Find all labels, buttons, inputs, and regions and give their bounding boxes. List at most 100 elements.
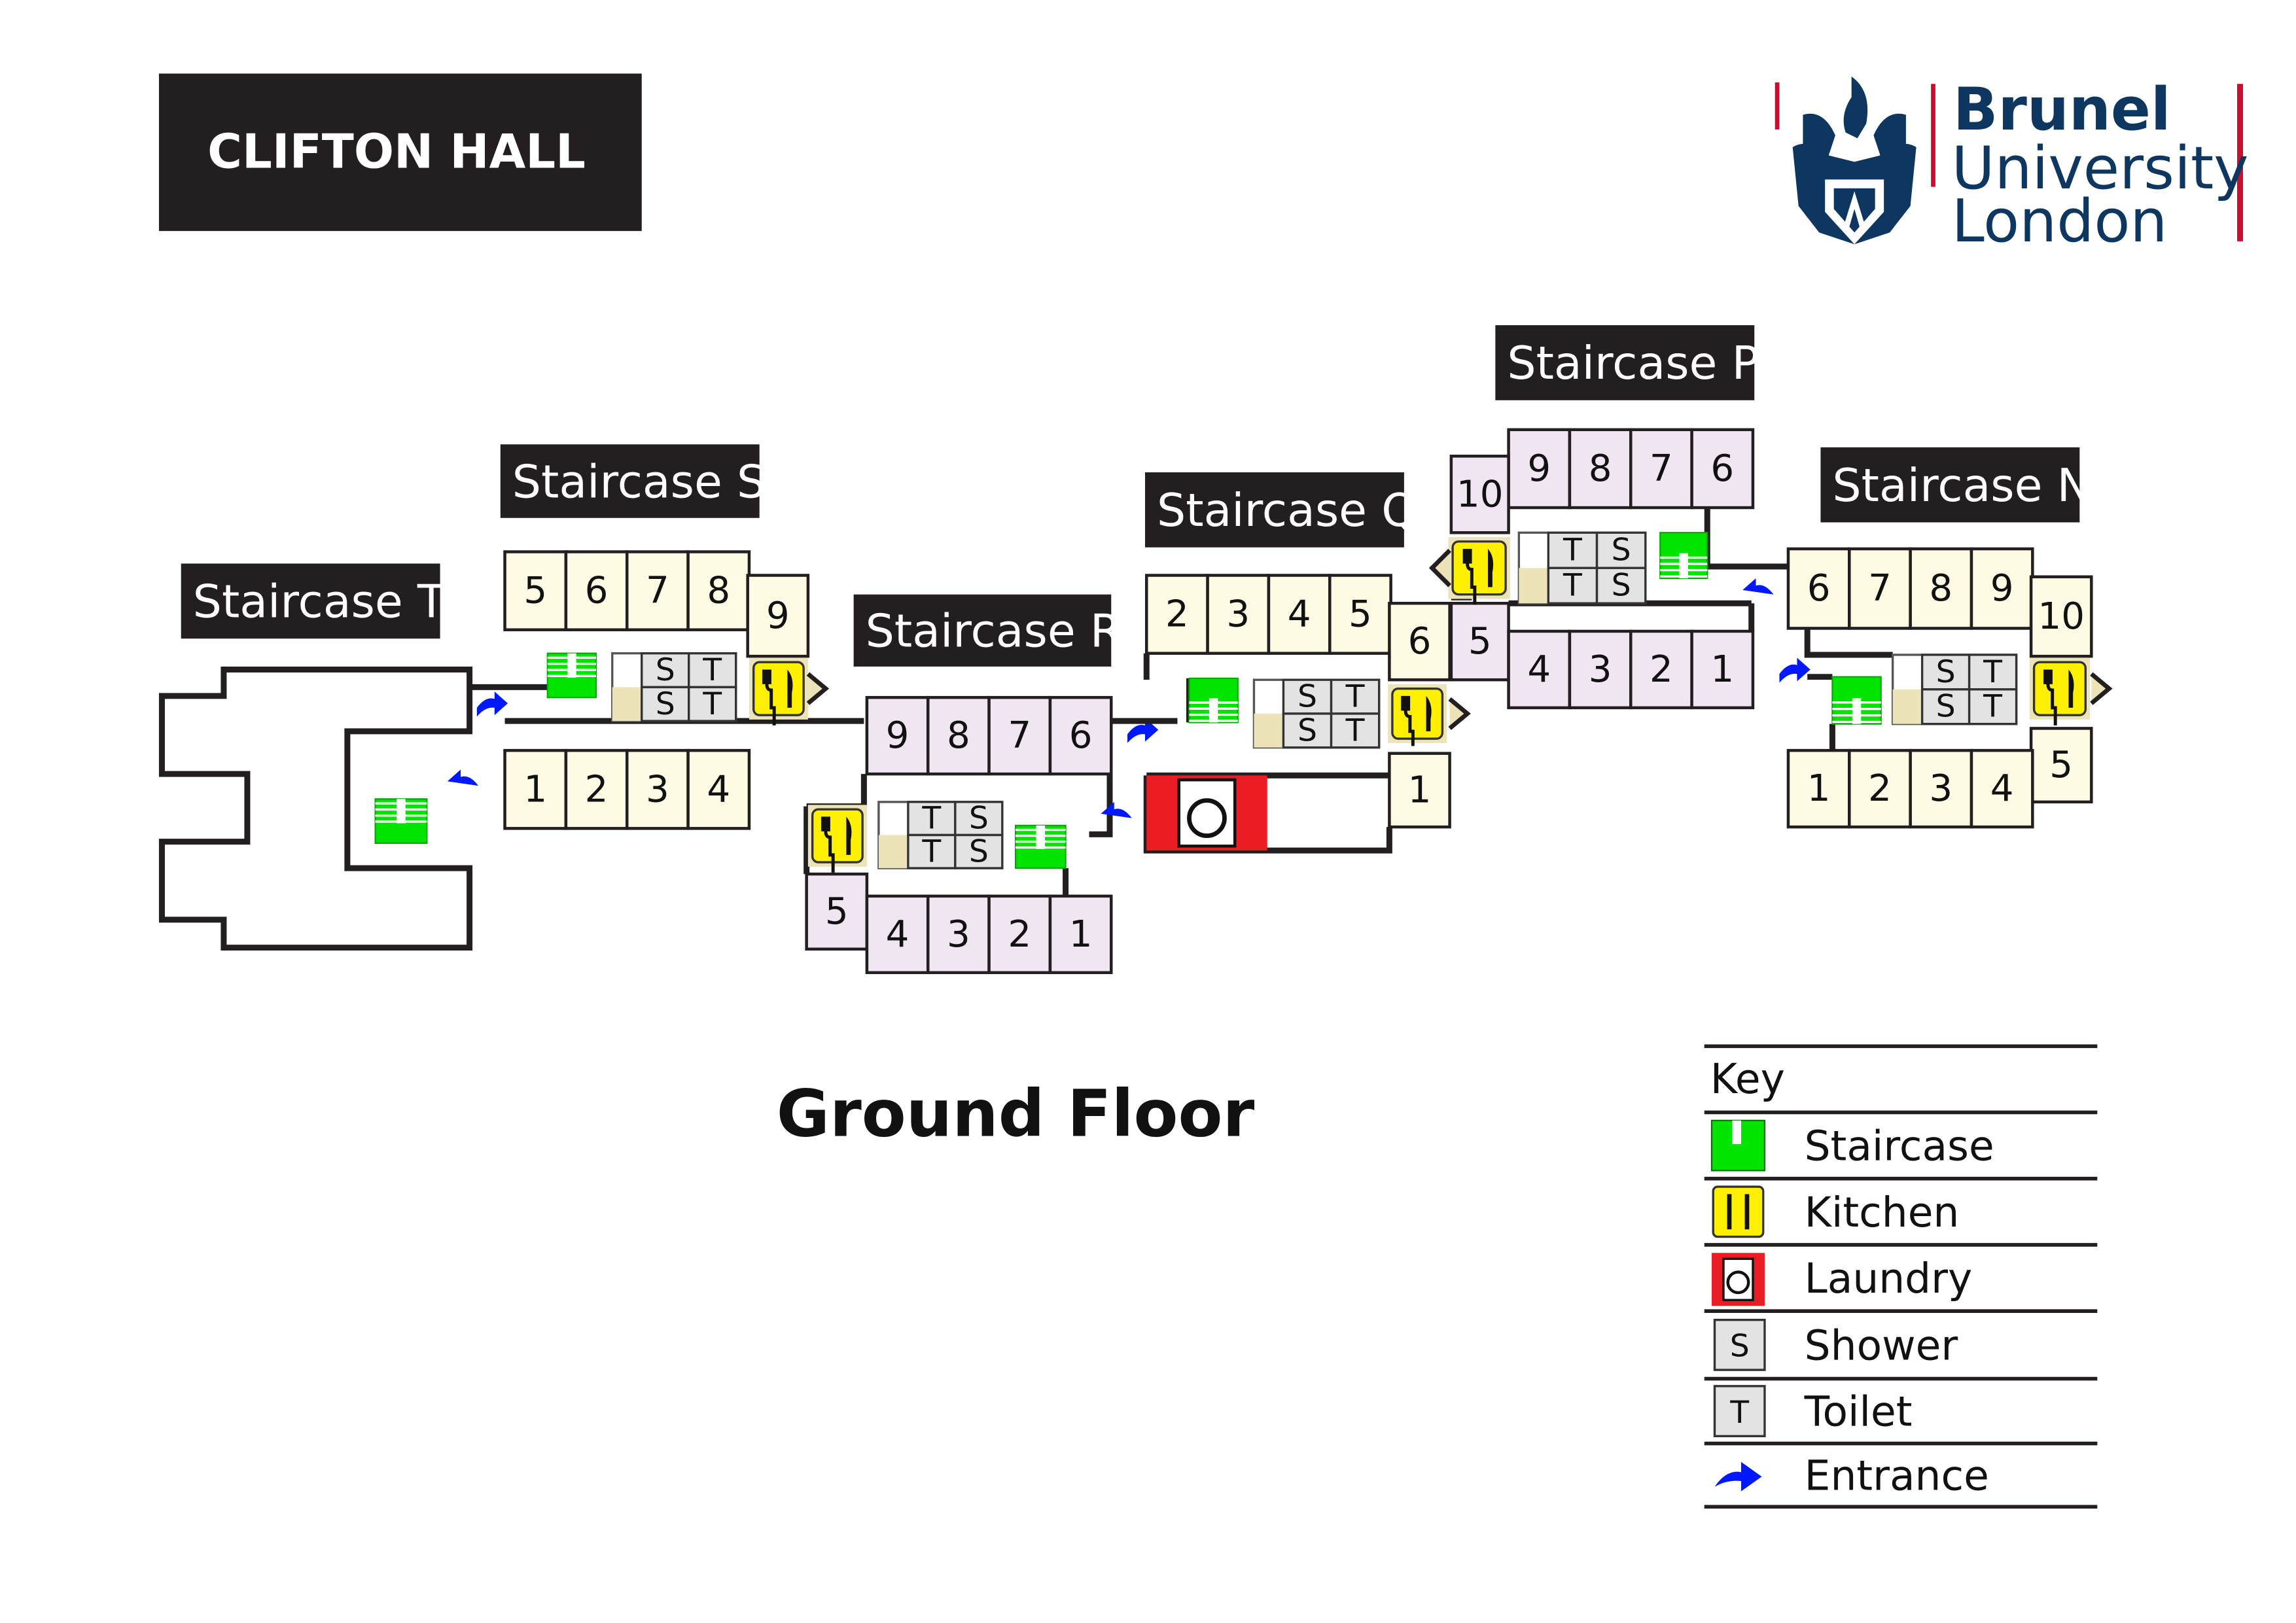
key-label: Toilet bbox=[1804, 1388, 1913, 1436]
room-box bbox=[1206, 574, 1271, 655]
shower-label: S bbox=[1298, 712, 1317, 748]
room: 10 bbox=[2029, 575, 2093, 658]
room-number: 3 bbox=[947, 913, 970, 956]
knife-icon bbox=[2068, 669, 2074, 708]
room-number: 2 bbox=[1650, 648, 1673, 691]
room: 1 bbox=[503, 748, 568, 830]
stair-well bbox=[1209, 698, 1218, 723]
room-number: 6 bbox=[1408, 620, 1432, 663]
room-number: 6 bbox=[585, 570, 609, 612]
room-box bbox=[686, 550, 751, 631]
title-box: CLIFTON HALL bbox=[158, 73, 642, 232]
room: 7 bbox=[1848, 547, 1912, 630]
room-number: 10 bbox=[2038, 595, 2085, 638]
entrance-arrow-icon bbox=[447, 769, 479, 786]
staircase-label-text: Staircase R bbox=[866, 605, 1122, 658]
staircase-icon bbox=[546, 652, 597, 699]
room-number: 3 bbox=[1589, 648, 1612, 691]
kitchen-icon bbox=[749, 657, 808, 725]
room: 5 bbox=[805, 872, 869, 951]
staircase-label: Staircase T bbox=[181, 563, 446, 639]
toilet-label: T bbox=[1983, 654, 2002, 690]
room-box bbox=[1690, 428, 1755, 510]
brunel-logo: Brunel University London bbox=[1775, 75, 2249, 256]
kitchen-bg bbox=[752, 661, 805, 716]
room: 4 bbox=[865, 894, 930, 975]
bathroom-cell bbox=[688, 686, 737, 722]
logo-london: London bbox=[1952, 187, 2168, 256]
knife-icon bbox=[846, 816, 852, 855]
knife-icon bbox=[787, 669, 793, 708]
kitchen-bg bbox=[1391, 687, 1444, 740]
room-number: 4 bbox=[886, 913, 910, 956]
room-number: 7 bbox=[646, 570, 669, 612]
room-box bbox=[1507, 428, 1572, 510]
room: 6 bbox=[1786, 547, 1851, 630]
room-number: 7 bbox=[1650, 447, 1673, 490]
room: 6 bbox=[1048, 695, 1113, 776]
room-box bbox=[865, 695, 930, 776]
room-box bbox=[805, 872, 869, 951]
stair-well bbox=[1036, 825, 1046, 849]
room-number: 9 bbox=[1527, 447, 1551, 490]
room: 9 bbox=[1969, 547, 2034, 630]
room-box bbox=[1507, 629, 1572, 710]
bathroom-lobby bbox=[1519, 568, 1549, 604]
room-number: 2 bbox=[1868, 767, 1892, 810]
entrance-icon bbox=[1714, 1461, 1762, 1492]
room-box bbox=[1629, 428, 1693, 510]
room-box bbox=[1048, 695, 1113, 776]
stair-well bbox=[397, 799, 406, 824]
bathroom-lobby bbox=[612, 687, 642, 722]
entrance-arrow-icon bbox=[1127, 718, 1159, 743]
toilet-icon bbox=[1713, 1385, 1766, 1438]
staircase-label-text: Staircase Q bbox=[1157, 484, 1417, 537]
room: 9 bbox=[865, 695, 930, 776]
room-box bbox=[1048, 894, 1113, 975]
room: 2 bbox=[1848, 748, 1912, 829]
building-t-outline bbox=[158, 666, 473, 951]
key-label: Laundry bbox=[1805, 1255, 1973, 1302]
room: 1 bbox=[1388, 752, 1451, 829]
room-box bbox=[926, 894, 991, 975]
building-title: CLIFTON HALL bbox=[207, 124, 586, 179]
room-number: 5 bbox=[523, 570, 547, 612]
room: 5 bbox=[1328, 574, 1392, 655]
bathroom-lobby bbox=[878, 835, 908, 869]
toilet-label: T bbox=[1563, 568, 1582, 604]
room: 3 bbox=[1568, 629, 1633, 710]
bathroom-cell bbox=[1330, 678, 1381, 715]
bathroom-cell bbox=[1547, 531, 1598, 569]
room: 9 bbox=[1507, 428, 1572, 510]
staircase-icon bbox=[1659, 532, 1708, 580]
logo-brunel: Brunel bbox=[1953, 75, 2171, 144]
room: 4 bbox=[686, 748, 751, 830]
cutlery-icon bbox=[1727, 1194, 1750, 1230]
staircase-label: Staircase P bbox=[1495, 325, 1759, 400]
room-box bbox=[1690, 629, 1755, 710]
room-number: 4 bbox=[707, 768, 730, 811]
logo-university: University bbox=[1952, 134, 2249, 203]
bay-window bbox=[1428, 548, 1451, 587]
room: 4 bbox=[1267, 574, 1332, 655]
room: 3 bbox=[1909, 748, 1973, 829]
key-label: Staircase bbox=[1805, 1123, 1994, 1170]
room-number: 1 bbox=[523, 768, 547, 811]
shower-label: S bbox=[1936, 689, 1956, 725]
room-number: 1 bbox=[1069, 913, 1093, 956]
floor-title: Ground Floor bbox=[777, 1076, 1255, 1151]
room: 2 bbox=[987, 894, 1052, 975]
key-label: Entrance bbox=[1805, 1452, 1989, 1499]
university-crest-icon bbox=[1792, 76, 1916, 245]
room-number: 5 bbox=[1468, 620, 1492, 663]
room-number: 8 bbox=[707, 570, 730, 612]
shower-label: S bbox=[969, 801, 989, 837]
kitchen-icon bbox=[1712, 1185, 1765, 1238]
room-number: 9 bbox=[766, 595, 790, 637]
